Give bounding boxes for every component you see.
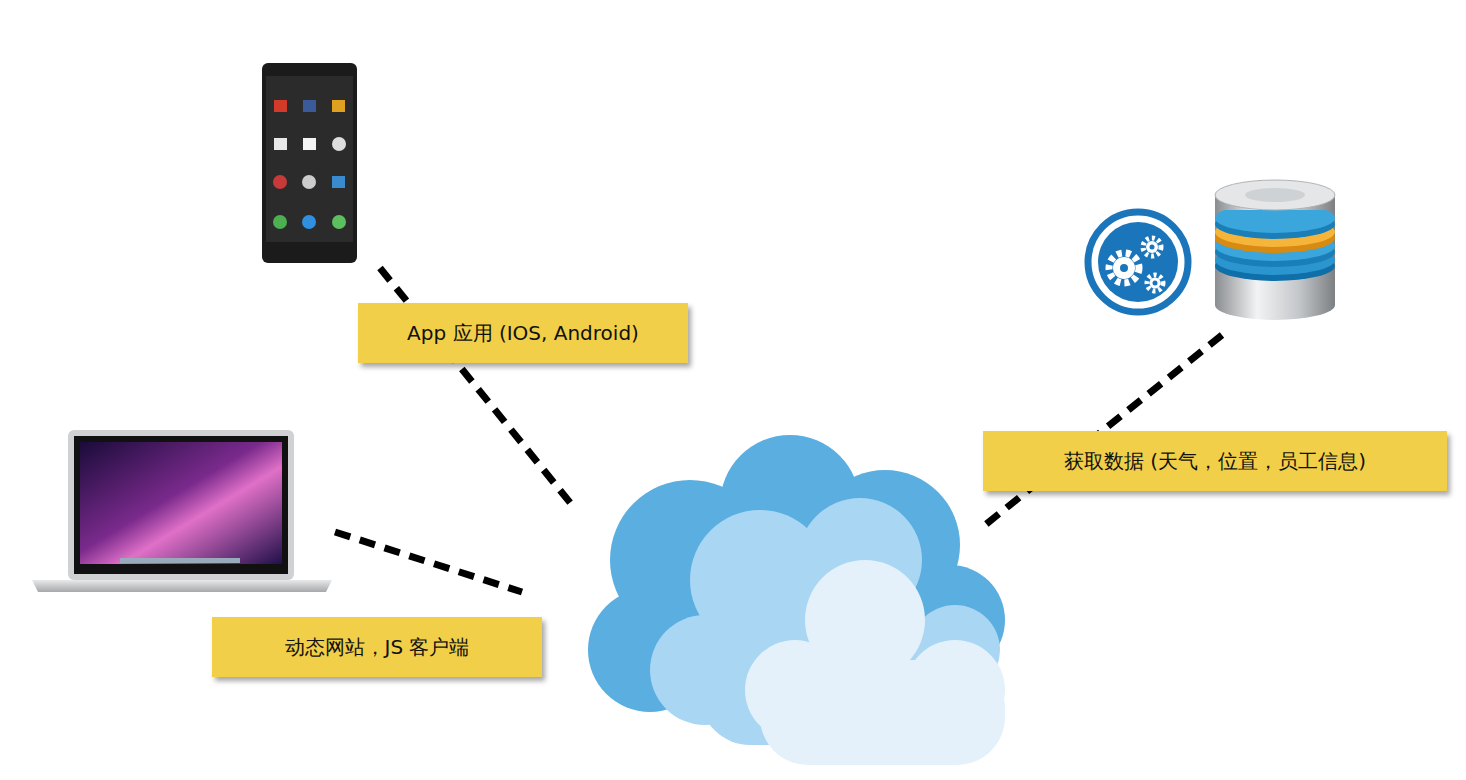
label-box: 获取数据 (天气，位置，员工信息)	[983, 431, 1447, 491]
label-box: 动态网站，JS 客户端	[212, 617, 542, 677]
gear	[1146, 241, 1158, 253]
app-icon	[332, 137, 346, 151]
app-icon	[302, 175, 316, 189]
gear	[1150, 278, 1161, 289]
app-icon	[332, 100, 345, 112]
laptop-bezel	[74, 436, 288, 574]
db-top	[1215, 180, 1335, 210]
cloud-puff	[760, 660, 1005, 765]
gear-teeth	[1109, 253, 1139, 283]
label-text: 动态网站，JS 客户端	[285, 635, 470, 659]
app-icon	[332, 215, 346, 229]
gear-teeth	[1143, 238, 1161, 256]
phone-screen	[266, 76, 353, 242]
gear-teeth	[1147, 275, 1163, 291]
label-text: 获取数据 (天气，位置，员工信息)	[1064, 449, 1366, 473]
label-text: App 应用 (IOS, Android)	[407, 321, 639, 345]
app-icon	[273, 215, 287, 229]
label-box: App 应用 (IOS, Android)	[358, 303, 688, 363]
cloud-front	[745, 560, 1005, 765]
app-icon	[332, 176, 345, 188]
laptop-illustration	[32, 430, 332, 592]
gear	[1113, 257, 1135, 279]
app-icon	[274, 138, 287, 150]
dashed-line	[335, 532, 522, 592]
app-icon	[303, 100, 316, 112]
laptop-screen	[80, 442, 282, 564]
database-icon	[1215, 180, 1335, 320]
phone-body	[262, 63, 357, 263]
db-body	[1215, 195, 1335, 305]
app-icon	[303, 138, 316, 150]
cloud-illustration	[588, 435, 1005, 765]
gear-hole	[1120, 264, 1128, 272]
phone-illustration	[262, 63, 357, 263]
dashed-line	[985, 335, 1222, 525]
gear-hole	[1153, 281, 1158, 286]
db-bottom	[1215, 290, 1335, 320]
gear-hole	[1150, 245, 1155, 250]
db-top-shade	[1245, 188, 1305, 202]
gear-ring	[1088, 212, 1188, 312]
laptop-base	[32, 580, 332, 592]
dock	[120, 558, 240, 563]
gear-disc	[1098, 222, 1178, 302]
gears-icon	[1088, 212, 1188, 312]
app-icon	[273, 175, 287, 189]
app-icon	[302, 215, 316, 229]
app-icon	[274, 100, 287, 112]
laptop-lid	[68, 430, 294, 580]
